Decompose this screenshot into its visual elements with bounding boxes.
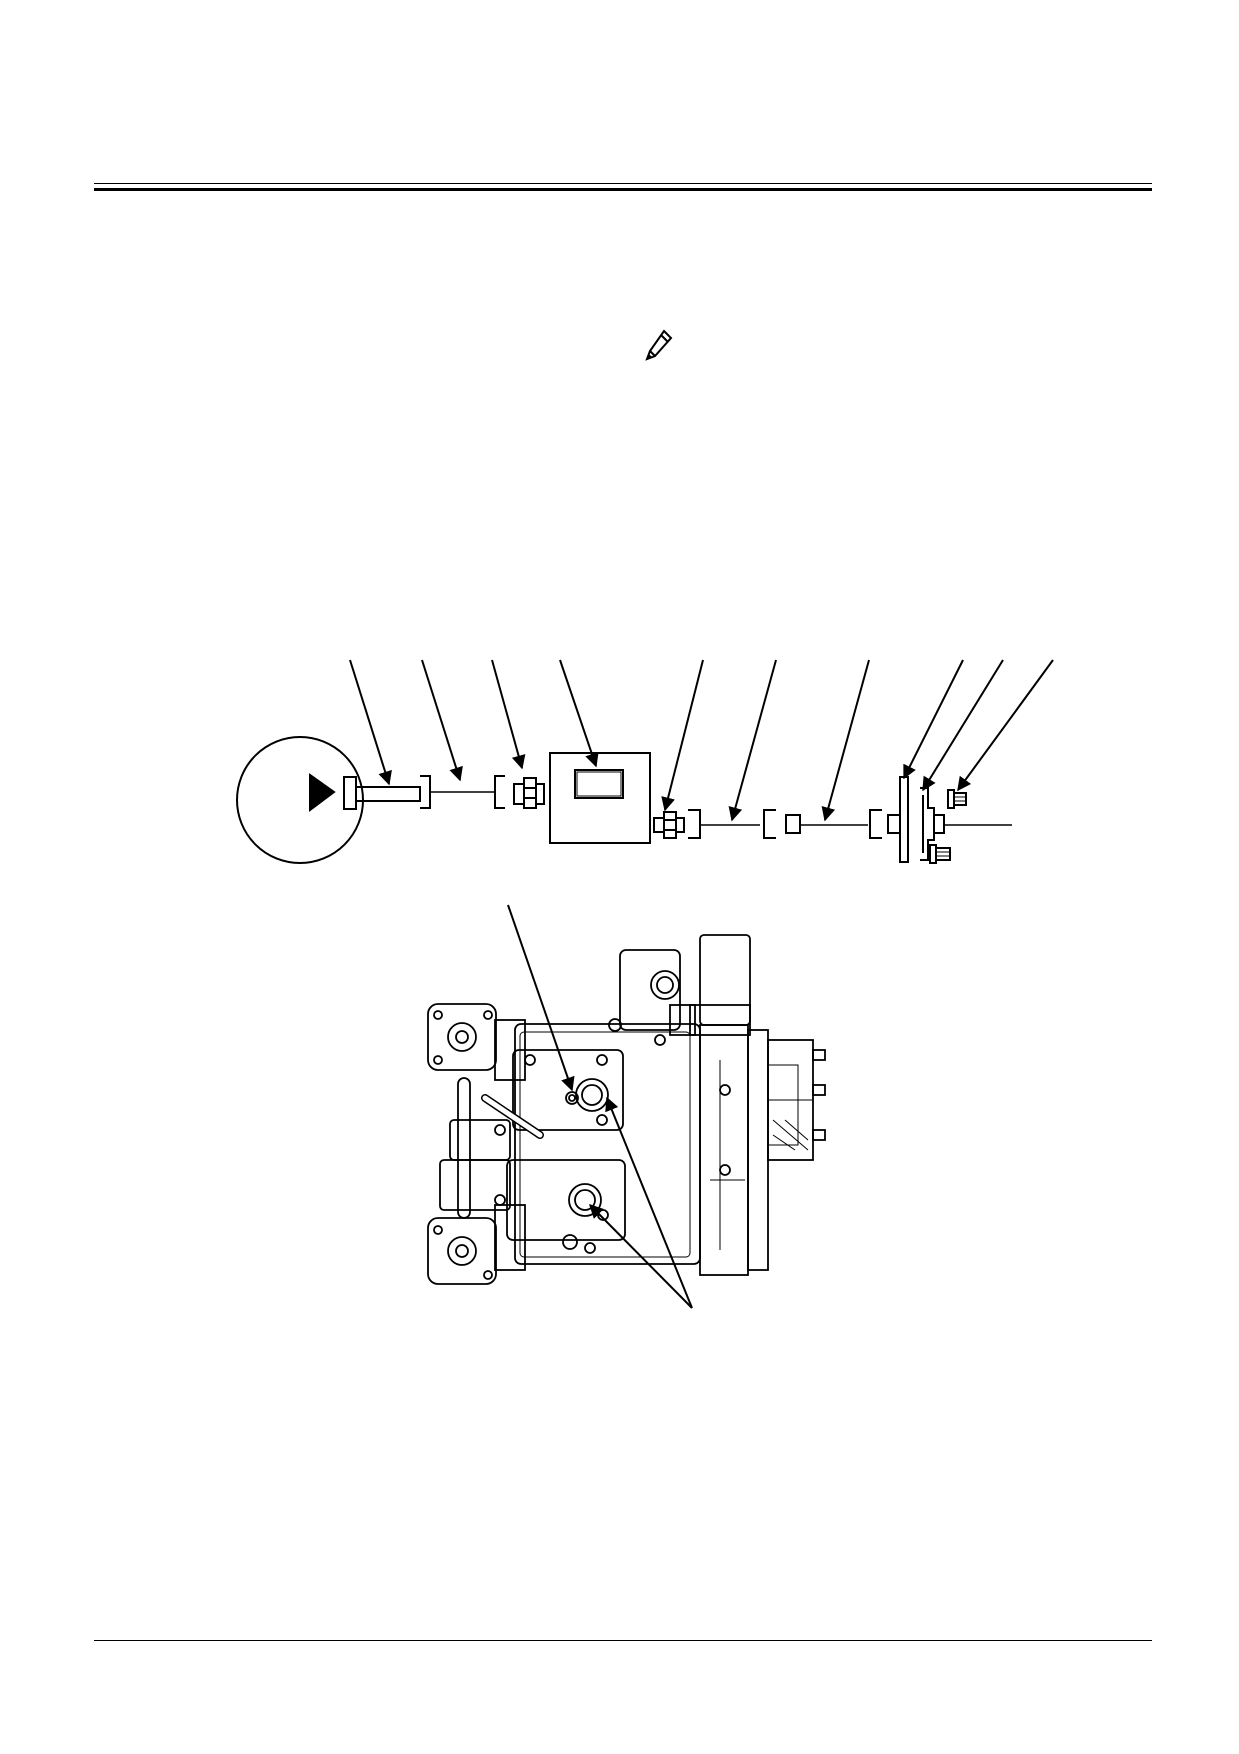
pencil-note-icon (645, 329, 673, 361)
pump-assembly-drawing (427, 934, 826, 1285)
control-block (549, 752, 651, 844)
footer-rule (94, 1640, 1152, 1641)
header-rule-thin (94, 183, 1152, 184)
callout-leaders-fig2 (507, 904, 693, 1309)
exploded-schematic (236, 736, 1012, 864)
header-rule-thick (94, 188, 1152, 191)
bolt-shank (355, 786, 421, 802)
callout-leaders-fig1 (349, 659, 1054, 822)
bolt-head (343, 776, 357, 810)
